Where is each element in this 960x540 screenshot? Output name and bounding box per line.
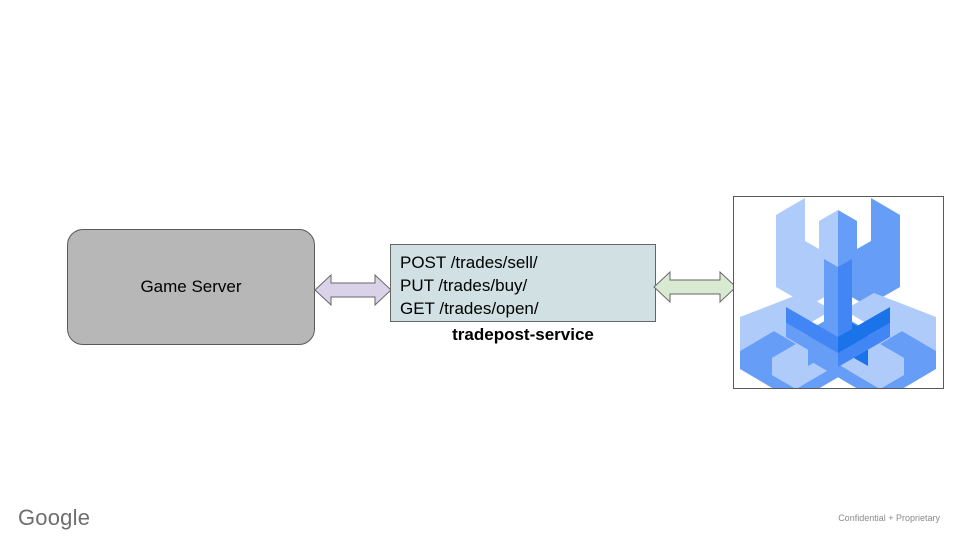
panel-icon-frame[interactable]	[733, 196, 944, 389]
node-tradepost-service-caption: tradepost-service	[452, 325, 594, 344]
node-tradepost-service[interactable]: POST /trades/sell/ PUT /trades/buy/ GET …	[390, 244, 656, 322]
service-endpoint-row: GET /trades/open/	[400, 299, 539, 318]
google-wordmark: Google	[18, 505, 91, 530]
isometric-triple-wrench-icon	[740, 198, 936, 388]
connector-service-to-icon-panel	[652, 264, 738, 310]
double-arrow-green-icon	[653, 270, 737, 304]
service-endpoint-row: POST /trades/sell/	[400, 253, 538, 272]
double-arrow-purple-icon	[314, 273, 392, 307]
service-endpoint-row: PUT /trades/buy/	[400, 276, 528, 295]
node-game-server-label: Game Server	[140, 276, 242, 296]
node-game-server[interactable]: Game Server	[67, 229, 315, 345]
confidential-notice: Confidential + Proprietary	[838, 513, 940, 523]
connector-game-server-to-service	[313, 267, 393, 313]
